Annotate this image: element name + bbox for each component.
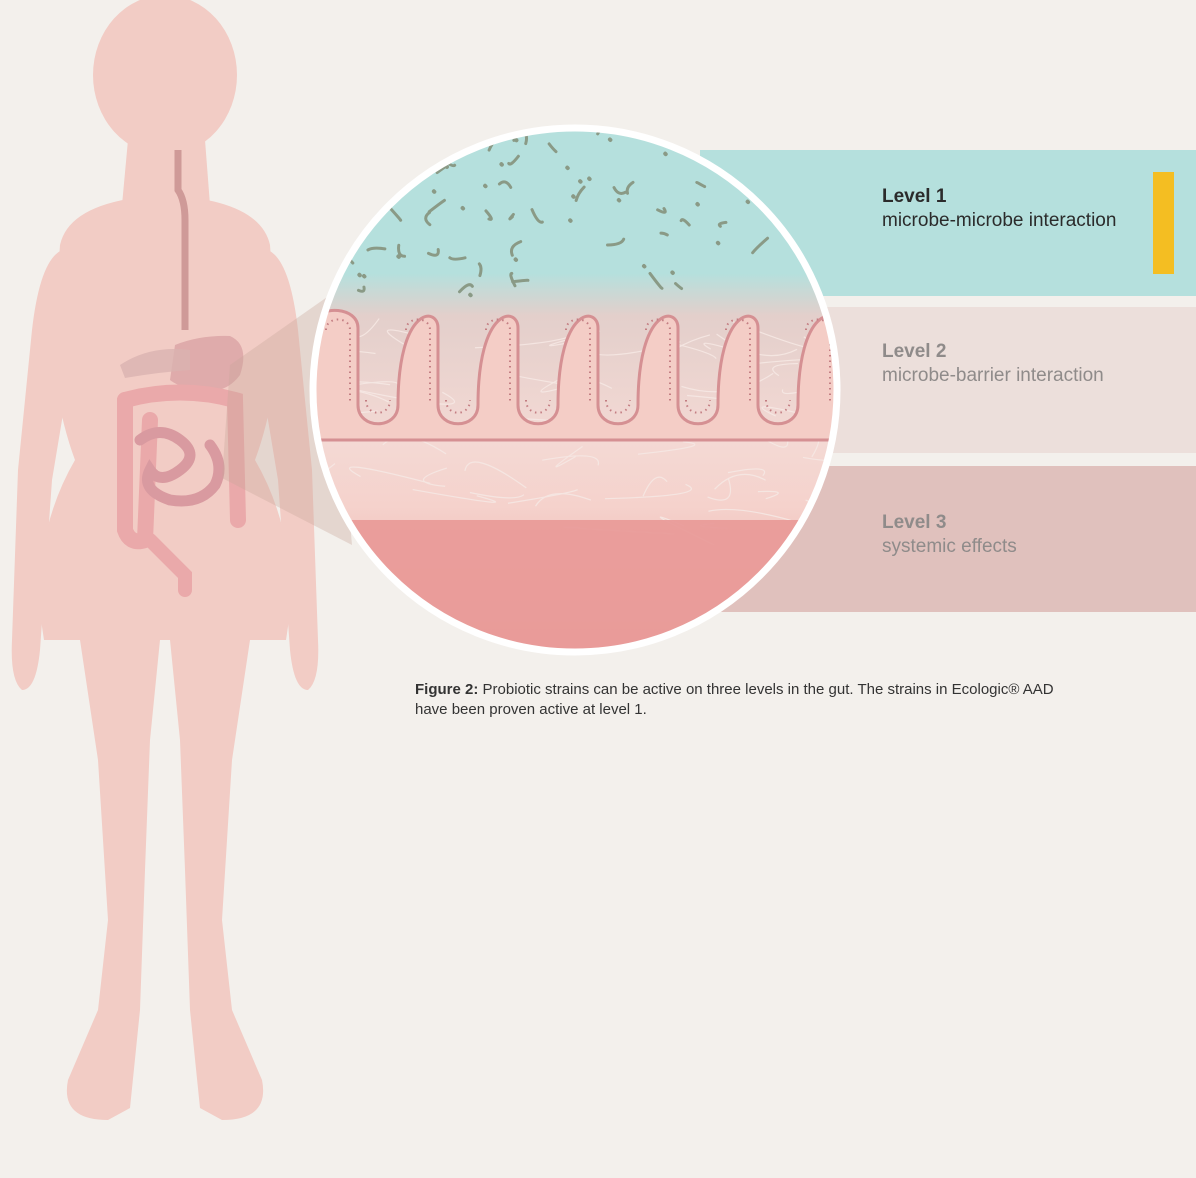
microbe bbox=[567, 168, 568, 169]
microbe bbox=[573, 196, 574, 197]
level-2-label: Level 2 microbe-barrier interaction bbox=[882, 340, 1122, 388]
caption-label: Figure 2: bbox=[415, 681, 478, 698]
microbe bbox=[589, 179, 590, 180]
microbe bbox=[366, 133, 367, 134]
magnified-gut-section bbox=[237, 113, 898, 660]
microbe bbox=[539, 113, 553, 125]
microbe bbox=[349, 166, 353, 170]
microbe bbox=[824, 202, 829, 205]
caption-text: Probiotic strains can be active on three… bbox=[415, 681, 1054, 718]
microbe bbox=[314, 187, 320, 201]
microbe bbox=[748, 202, 749, 203]
microbe bbox=[501, 164, 502, 165]
microbe bbox=[825, 237, 826, 238]
microbe bbox=[335, 227, 336, 228]
microbe bbox=[383, 191, 392, 192]
level-3-description: systemic effects bbox=[882, 535, 1122, 559]
microbe bbox=[672, 272, 673, 273]
microbe bbox=[364, 276, 365, 277]
figure-caption: Figure 2: Probiotic strains can be activ… bbox=[415, 680, 1055, 720]
level-1-highlight-marker bbox=[1153, 172, 1174, 274]
level-2-description: microbe-barrier interaction bbox=[882, 364, 1122, 388]
microbe bbox=[570, 220, 571, 221]
microbe bbox=[406, 131, 407, 132]
microbe bbox=[479, 264, 481, 276]
microbe bbox=[789, 223, 796, 230]
microbe bbox=[395, 181, 396, 182]
microbe bbox=[367, 209, 368, 210]
microbe bbox=[331, 152, 335, 163]
level-2-title: Level 2 bbox=[882, 340, 1122, 364]
microbe bbox=[749, 141, 750, 142]
level-1-description: microbe-microbe interaction bbox=[882, 209, 1122, 233]
level-1-label: Level 1 microbe-microbe interaction bbox=[882, 185, 1122, 233]
microbe bbox=[463, 208, 464, 209]
level-1-title: Level 1 bbox=[882, 185, 1122, 209]
microbe bbox=[809, 212, 810, 213]
microbe bbox=[434, 191, 435, 192]
microbe bbox=[516, 259, 517, 260]
level-3-title: Level 3 bbox=[882, 511, 1122, 535]
microbe bbox=[359, 275, 360, 276]
microbe bbox=[355, 157, 356, 158]
microbe bbox=[325, 237, 332, 252]
microbe bbox=[665, 154, 666, 155]
microbe bbox=[331, 205, 343, 216]
microbe bbox=[485, 186, 486, 187]
microbe bbox=[370, 198, 381, 201]
microbe bbox=[718, 243, 719, 244]
microbe bbox=[470, 295, 471, 296]
microbe bbox=[644, 266, 645, 267]
microbe bbox=[580, 181, 581, 182]
microbe bbox=[398, 256, 399, 257]
microbe bbox=[429, 155, 436, 164]
microbe bbox=[320, 231, 321, 232]
microbe bbox=[610, 139, 611, 140]
microbe bbox=[691, 130, 700, 143]
microbe bbox=[619, 200, 620, 201]
microbe bbox=[697, 204, 698, 205]
microbe bbox=[679, 127, 680, 128]
microbe bbox=[516, 140, 517, 141]
microbe bbox=[723, 148, 724, 149]
microbe bbox=[513, 280, 528, 282]
microbe bbox=[352, 232, 353, 233]
microbe bbox=[777, 170, 778, 171]
microbe bbox=[450, 258, 465, 259]
microbe bbox=[445, 146, 446, 147]
level-3-label: Level 3 systemic effects bbox=[882, 511, 1122, 559]
